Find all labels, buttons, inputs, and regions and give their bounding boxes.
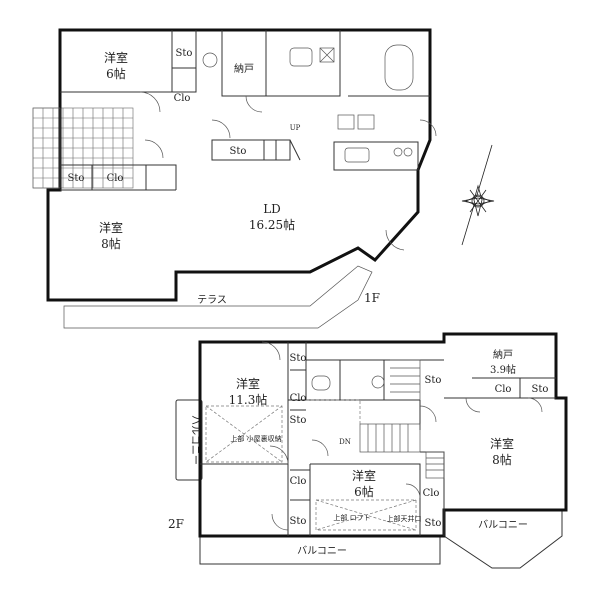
room-western-113-size: 11.3帖 (229, 392, 268, 407)
door-swings-2f (261, 341, 543, 531)
stairs-2f (359, 359, 445, 479)
fixtures-2f (311, 375, 385, 391)
stair-up-label: UP (290, 124, 301, 132)
storage-clo-b: Clo (107, 173, 124, 184)
floor-2: 洋室 11.3帖 上部 小屋裏収納 Sto Clo Sto Sto 納戸 3.9… (168, 332, 568, 569)
room-western-8-2f-size: 8帖 (492, 452, 512, 467)
interior-walls-1f (60, 30, 430, 191)
room-western-6-2f-size: 6帖 (354, 484, 374, 499)
kitchen-fixtures (202, 44, 414, 163)
exterior-walls-1f (46, 28, 432, 302)
room-ld-name: LD (263, 202, 281, 216)
storage-clo1: Clo (290, 393, 307, 404)
room-ld-size: 16.25帖 (249, 217, 295, 232)
room-western-8-name: 洋室 (99, 220, 123, 235)
storage-clo3: Clo (423, 488, 440, 499)
room-western-113-name: 洋室 (236, 376, 260, 391)
door-swings-1f (139, 91, 437, 251)
room-western-8-size: 8帖 (101, 236, 121, 251)
storage-sto2: Sto (290, 415, 307, 426)
stair-down-label: DN (339, 438, 351, 446)
attic-storage-note: 上部 小屋裏収納 (230, 434, 281, 443)
storage-sto-a: Sto (176, 48, 193, 59)
storage-sto-b: Sto (68, 173, 85, 184)
floor-label-2f: 2F (168, 517, 184, 531)
storage-sto3: Sto (290, 516, 307, 527)
storage-clo2: Clo (290, 476, 307, 487)
room-storeroom-1f: 納戸 (234, 62, 254, 75)
room-western-6-2f-name: 洋室 (352, 468, 376, 483)
storage-sto1: Sto (290, 353, 307, 364)
room-western-6-size: 6帖 (106, 66, 126, 81)
loft-note: 上部 ロフト (333, 513, 370, 522)
overhead-markings-2f (205, 399, 417, 531)
room-storeroom-39-size: 3.9帖 (490, 363, 516, 376)
storage-clo-n1: Clo (495, 384, 512, 395)
storage-sto-hall: Sto (425, 375, 442, 386)
balcony-left-label: バルコニー (189, 415, 201, 465)
interior-walls-2f (200, 342, 556, 536)
floor-label-1f: 1F (364, 291, 380, 305)
room-western-6-name: 洋室 (104, 50, 128, 65)
balcony-right-outline (443, 509, 563, 569)
exterior-walls-2f (198, 332, 568, 538)
room-storeroom-39-name: 納戸 (493, 348, 513, 361)
balcony-left-outline (175, 399, 203, 481)
terrace-outline (63, 265, 373, 329)
storage-sto-stair: Sto (230, 146, 247, 157)
floor-1: 洋室 6帖 Sto Clo 納戸 Sto Clo Sto UP 洋室 8帖 LD… (32, 28, 495, 329)
ceiling-access-note: 上部天井口 (387, 514, 422, 523)
terrace-label: テラス (197, 294, 227, 306)
room-western-8-2f-name: 洋室 (490, 436, 514, 451)
storage-sto4: Sto (425, 518, 442, 529)
balcony-bottom-label: バルコニー (297, 545, 347, 557)
storage-clo-a: Clo (174, 93, 191, 104)
compass-rose (461, 144, 495, 246)
storage-sto-n: Sto (532, 384, 549, 395)
balcony-right-label: バルコニー (478, 519, 528, 531)
